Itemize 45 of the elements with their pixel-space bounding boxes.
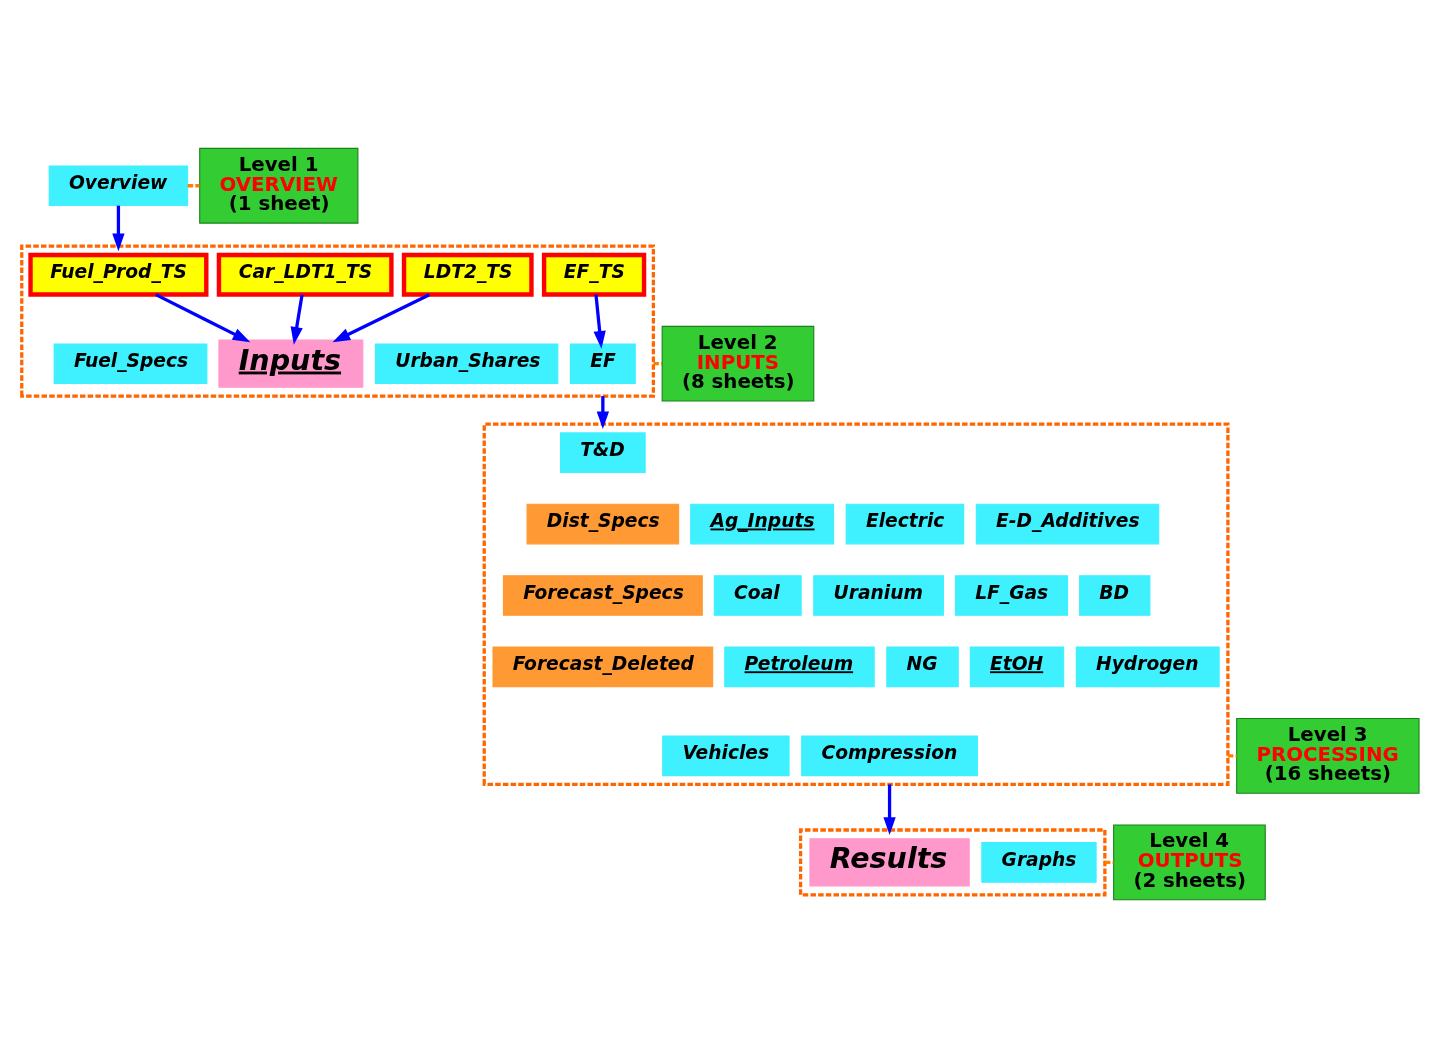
node-box: Dist_Specs	[526, 503, 680, 545]
arrow	[596, 396, 610, 430]
node-box: LDT2_TS	[401, 252, 534, 297]
cluster	[20, 244, 656, 398]
cluster	[798, 828, 1107, 897]
connector	[1227, 754, 1237, 758]
node-box: Level 4 OUTPUTS (2 sheets)	[1113, 824, 1266, 901]
node-box: Fuel_Prod_TS	[28, 252, 209, 297]
node-box: Car_LDT1_TS	[216, 252, 394, 297]
node-box: EF	[569, 343, 636, 385]
arrow	[883, 784, 896, 835]
node-box: EF_TS	[541, 252, 647, 297]
node-box: Ag_Inputs	[690, 503, 835, 545]
cluster	[482, 422, 1230, 787]
node-box: T&D	[560, 432, 646, 473]
node-box: Electric	[845, 503, 965, 545]
node-box: Graphs	[981, 842, 1097, 883]
node-box: Forecast_Deleted	[492, 646, 714, 688]
node-box: Overview	[48, 165, 189, 207]
node-box: Hydrogen	[1075, 646, 1220, 688]
arrow	[112, 205, 125, 252]
arrow	[155, 293, 251, 343]
node-box: Forecast_Specs	[502, 575, 703, 616]
node-box: Level 3 PROCESSING (16 sheets)	[1236, 717, 1420, 794]
node-box: Vehicles	[662, 735, 790, 777]
node-box: Uranium	[813, 575, 944, 616]
node-box: E-D_Additives	[975, 503, 1160, 545]
node-box: Urban_Shares	[374, 343, 559, 385]
node-box: Fuel_Specs	[53, 343, 208, 385]
node-box: EtOH	[969, 646, 1065, 688]
node-box: Coal	[713, 575, 802, 616]
connector	[187, 184, 200, 188]
connector	[653, 362, 662, 366]
node-box: LF_Gas	[954, 575, 1069, 616]
arrow	[290, 294, 304, 345]
arrow	[332, 293, 431, 343]
node-box: Compression	[801, 735, 978, 777]
node-box: Results	[809, 838, 970, 887]
arrow	[593, 294, 606, 349]
node-box: Level 2 INPUTS (8 sheets)	[661, 325, 815, 402]
node-box: BD	[1079, 575, 1151, 616]
node-box: Petroleum	[724, 646, 875, 688]
node-box: Inputs	[218, 339, 364, 388]
node-box: NG	[886, 646, 959, 688]
node-box: Level 1 OVERVIEW (1 sheet)	[199, 147, 359, 224]
